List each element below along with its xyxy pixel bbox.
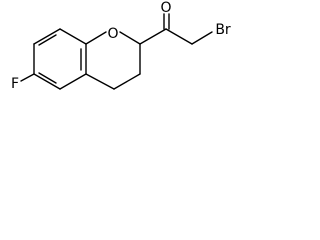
bond-benzene-c8-c4a bbox=[33, 73, 61, 90]
bond-benzene-c5-c6 bbox=[59, 28, 87, 45]
bond-c3-c4 bbox=[113, 73, 141, 90]
bond-c-f bbox=[20, 73, 35, 82]
bond-carbonyl-ch2 bbox=[165, 28, 193, 45]
atom-label-oxygen-ring: O bbox=[107, 26, 118, 42]
bond-o1-c2 bbox=[119, 31, 141, 45]
bond-benzene-c4a-c8a bbox=[59, 73, 87, 90]
bond-c2-carbonyl bbox=[139, 28, 167, 45]
atom-label-fluorine: F bbox=[11, 76, 19, 92]
bond-benzene-c6-c7 bbox=[33, 28, 61, 45]
bond-c8a-o1 bbox=[85, 31, 107, 45]
structure-canvas: O O F Br bbox=[11, 0, 231, 92]
atom-label-oxygen-carbonyl: O bbox=[160, 0, 171, 16]
bond-aromatic-inner-3 bbox=[38, 72, 57, 84]
bond-c4-c4a bbox=[85, 73, 115, 90]
bond-aromatic-inner-2 bbox=[38, 34, 57, 46]
chemical-structure-diagram: O O F Br bbox=[11, 0, 231, 92]
bond-ch2-br bbox=[191, 31, 213, 45]
atom-label-bromine: Br bbox=[215, 22, 231, 38]
